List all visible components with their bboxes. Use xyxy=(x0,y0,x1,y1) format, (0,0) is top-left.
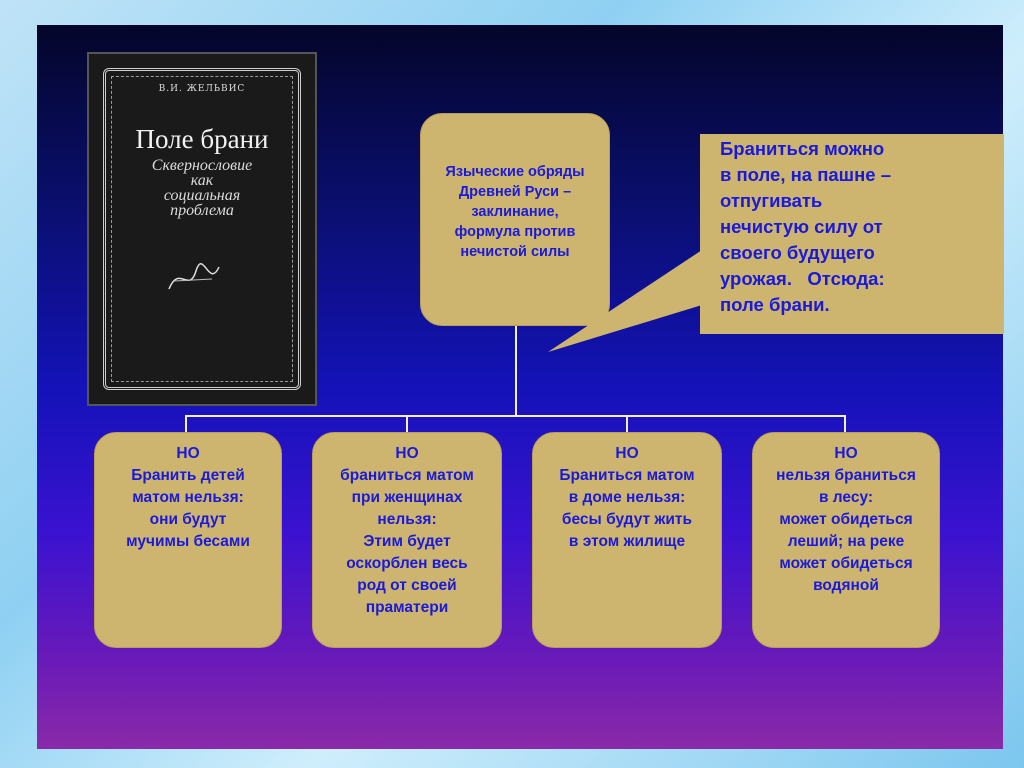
box-line: Этим будет xyxy=(363,533,451,550)
box-line: матом нельзя: xyxy=(132,489,244,506)
book-ornament-frame xyxy=(103,68,301,390)
box-line: формула против xyxy=(454,224,576,240)
top-box-pagan-rites: Языческие обряды Древней Руси – заклинан… xyxy=(420,113,610,326)
box-line: браниться матом xyxy=(340,467,474,484)
box-line: Браниться матом xyxy=(559,467,695,484)
box-forest: НО нельзя браниться в лесу: может обидет… xyxy=(752,432,940,648)
box-line: НО xyxy=(176,445,200,462)
book-subtitle-line: Сквернословие xyxy=(151,157,253,174)
callout-line: отпугивать xyxy=(720,190,823,211)
box-line: нельзя браниться xyxy=(776,467,916,484)
box-line: заклинание, xyxy=(471,204,559,220)
book-subtitle-line: проблема xyxy=(170,202,234,219)
box-line: мучимы бесами xyxy=(126,533,250,550)
box-line: в этом жилище xyxy=(568,533,686,550)
box-line: праматери xyxy=(365,599,449,616)
callout-field-cursing: Браниться можно в поле, на пашне – отпуг… xyxy=(700,134,1004,334)
box-line: нечистой силы xyxy=(460,244,570,260)
box-line: Языческие обряды xyxy=(445,164,585,180)
box-line: НО xyxy=(395,445,419,462)
box-women: НО браниться матом при женщинах нельзя: … xyxy=(312,432,502,648)
box-house: НО Браниться матом в доме нельзя: бесы б… xyxy=(532,432,722,648)
box-line: водяной xyxy=(813,577,879,594)
box-line: оскорблен весь xyxy=(346,555,468,572)
connector-drop-3 xyxy=(626,415,628,433)
box-line: НО xyxy=(834,445,858,462)
connector-drop-4 xyxy=(844,415,846,433)
box-line: в лесу: xyxy=(818,489,874,506)
box-line: может обидеться xyxy=(779,555,913,572)
book-author: В.И. ЖЕЛЬВИС xyxy=(158,84,246,94)
box-line: род от своей xyxy=(357,577,457,594)
callout-line: урожая. Отсюда: xyxy=(720,268,885,289)
box-line: нельзя: xyxy=(377,511,437,528)
box-children: НО Бранить детей матом нельзя: они будут… xyxy=(94,432,282,648)
book-subtitle-line: как xyxy=(190,172,214,189)
book-subtitle-line: социальная xyxy=(163,187,241,204)
box-line: они будут xyxy=(149,511,227,528)
callout-line: нечистую силу от xyxy=(720,216,883,237)
connector-drop-1 xyxy=(185,415,187,433)
box-line: в доме нельзя: xyxy=(568,489,686,506)
connector-drop-2 xyxy=(406,415,408,433)
callout-line: своего будущего xyxy=(720,242,875,263)
box-line: при женщинах xyxy=(351,489,463,506)
callout-line: поле брани. xyxy=(720,294,830,315)
box-line: может обидеться xyxy=(779,511,913,528)
callout-tail xyxy=(548,250,702,352)
box-line: НО xyxy=(615,445,639,462)
box-line: бесы будут жить xyxy=(561,511,693,528)
connector-vertical xyxy=(515,326,517,416)
box-line: Древней Руси – xyxy=(458,184,572,200)
callout-line: Браниться можно xyxy=(720,138,885,159)
callout-line: в поле, на пашне – xyxy=(720,164,891,185)
book-cover-image: В.И. ЖЕЛЬВИС Поле брани Сквернословие ка… xyxy=(87,52,317,406)
connector-horizontal xyxy=(185,415,846,417)
box-line: Бранить детей xyxy=(131,467,245,484)
signature-icon xyxy=(168,263,220,290)
box-line: леший; на реке xyxy=(787,533,905,550)
book-inner-frame xyxy=(111,76,293,382)
book-subtitle: Сквернословие как социальная проблема xyxy=(119,157,285,219)
book-title: Поле брани xyxy=(135,124,269,154)
